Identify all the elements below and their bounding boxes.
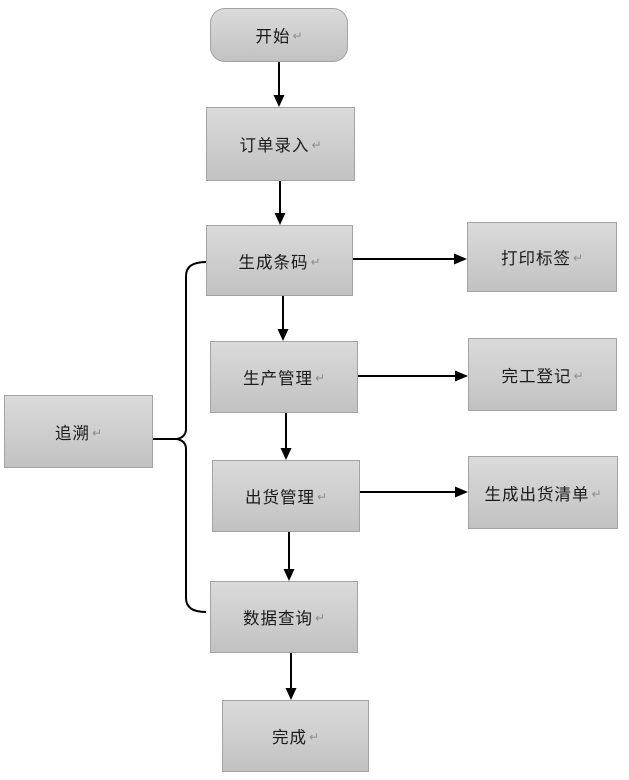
paragraph-mark-icon: ↵ <box>91 425 103 440</box>
paragraph-mark-icon: ↵ <box>311 138 322 152</box>
edge-production-mgmt-to-completion-reg <box>358 370 468 382</box>
node-traceability-label: 追溯 <box>54 424 90 443</box>
node-shipping-list-label: 生成出货清单 <box>484 485 590 504</box>
paragraph-mark-icon: ↵ <box>308 730 320 744</box>
paragraph-mark-icon: ↵ <box>591 486 602 501</box>
node-production-mgmt-label: 生产管理 <box>242 370 313 388</box>
node-generate-barcode: 生成条码 ↵ <box>206 225 353 296</box>
paragraph-mark-icon: ↵ <box>573 368 584 383</box>
node-traceability: 追溯 ↵ <box>4 395 153 468</box>
paragraph-mark-icon: ↵ <box>314 371 326 385</box>
paragraph-mark-icon: ↵ <box>310 254 321 269</box>
node-data-query-label: 数据查询 <box>242 610 313 628</box>
node-shipping-list: 生成出货清单 ↵ <box>468 456 618 529</box>
paragraph-mark-icon: ↵ <box>572 251 584 265</box>
paragraph-mark-icon: ↵ <box>316 490 328 504</box>
node-print-label: 打印标签 ↵ <box>467 222 617 292</box>
edge-order-entry-to-generate-barcode <box>274 181 286 225</box>
node-shipment-mgmt-label: 出货管理 <box>244 489 315 507</box>
node-order-entry: 订单录入 ↵ <box>206 107 355 181</box>
edge-generate-barcode-to-print-label <box>353 253 467 265</box>
node-start: 开始 ↵ <box>210 8 348 62</box>
edge-shipment-mgmt-to-shipping-list <box>360 486 468 498</box>
node-generate-barcode-label: 生成条码 <box>238 253 309 272</box>
paragraph-mark-icon: ↵ <box>292 29 303 43</box>
node-finish: 完成 ↵ <box>222 700 369 772</box>
node-production-mgmt: 生产管理 ↵ <box>210 341 358 413</box>
node-order-entry-label: 订单录入 <box>239 137 310 155</box>
node-shipment-mgmt: 出货管理 ↵ <box>212 460 360 532</box>
edge-shipment-mgmt-to-data-query <box>283 532 295 581</box>
paragraph-mark-icon: ↵ <box>314 611 326 625</box>
node-completion-reg: 完工登记 ↵ <box>468 338 617 411</box>
edge-production-mgmt-to-shipment-mgmt <box>280 413 292 460</box>
edge-data-query-to-finish <box>285 653 297 700</box>
node-start-label: 开始 <box>255 28 291 46</box>
node-print-label-label: 打印标签 <box>500 250 571 268</box>
trace-brace <box>153 261 207 613</box>
edge-generate-barcode-to-production-mgmt <box>277 296 289 341</box>
edge-start-to-order-entry <box>273 62 285 107</box>
node-finish-label: 完成 <box>271 729 307 747</box>
node-completion-reg-label: 完工登记 <box>501 367 572 386</box>
node-data-query: 数据查询 ↵ <box>210 581 358 653</box>
